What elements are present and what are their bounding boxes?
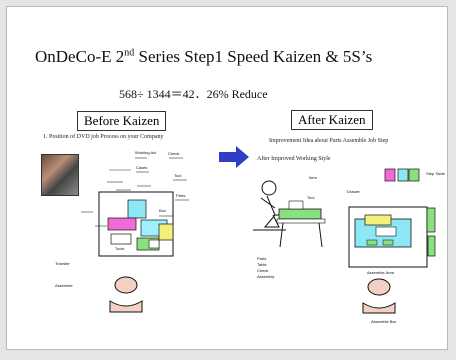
svg-text:Working Act: Working Act (135, 150, 157, 155)
svg-text:Parts: Parts (176, 193, 185, 198)
svg-text:Transfer: Transfer (55, 261, 70, 266)
before-subheading: 1. Position of DVD job Process on your C… (43, 134, 164, 140)
assemble-area-label: Assemble Area (367, 270, 395, 275)
slide: OnDeCo-E 2nd Series Step1 Speed Kaizen &… (6, 6, 448, 350)
after-kaizen-heading: After Kaizen (291, 110, 373, 130)
title-superscript: nd (124, 47, 135, 59)
svg-text:Table: Table (257, 262, 267, 267)
assemble-bar-label: Assemble Bar (371, 319, 397, 324)
before-kaizen-heading: Before Kaizen (77, 111, 167, 131)
right-arrow-icon (219, 146, 249, 168)
svg-text:Assemble: Assemble (55, 283, 73, 288)
svg-text:Tool: Tool (307, 195, 314, 200)
reduction-formula: 568÷ 1344＝42．26% Reduce (119, 87, 268, 101)
svg-text:Box: Box (159, 208, 166, 213)
svg-text:Tools: Tools (115, 246, 124, 251)
after-layout-diagram: Step Table Assemble Area Assemble Bar Pa… (253, 168, 446, 324)
svg-text:Item: Item (309, 175, 317, 180)
svg-text:Assembly: Assembly (257, 274, 274, 279)
step-table-label: Step Table (426, 171, 446, 176)
svg-text:Parts: Parts (257, 256, 266, 261)
svg-text:Drawer: Drawer (347, 189, 361, 194)
after-improved-caption: After Improved Working Style (257, 156, 331, 162)
slide-title: OnDeCo-E 2nd Series Step1 Speed Kaizen &… (35, 47, 372, 67)
worker-photo (41, 154, 79, 196)
svg-text:Tool: Tool (174, 173, 181, 178)
title-part-2: Series Step1 Speed Kaizen & 5S’s (134, 47, 373, 66)
before-layout-diagram: Working Act Cases Check Tool Parts Box T… (55, 150, 189, 313)
svg-text:Check: Check (168, 151, 179, 156)
svg-text:Cases: Cases (136, 165, 147, 170)
svg-text:Check: Check (257, 268, 268, 273)
title-part-1: OnDeCo-E 2 (35, 47, 125, 66)
after-subheading: Improvement Idea about Parts Assemble Jo… (269, 138, 389, 144)
